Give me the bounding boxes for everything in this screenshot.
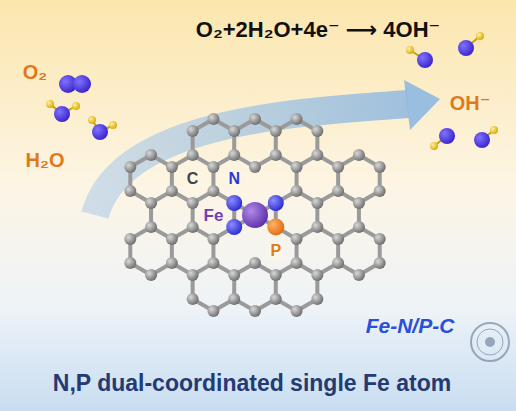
atom xyxy=(332,185,344,197)
atom xyxy=(207,185,219,197)
molecule-label: H₂O xyxy=(26,149,65,171)
atom xyxy=(291,161,303,173)
atom xyxy=(270,293,282,305)
molecule-label: O₂ xyxy=(23,61,47,83)
atom-label: C xyxy=(185,171,201,187)
atom-label: Fe xyxy=(202,207,226,224)
caption: N,P dual-coordinated single Fe atom xyxy=(53,371,451,396)
atom xyxy=(311,125,323,137)
atom xyxy=(207,233,219,245)
atom xyxy=(226,219,242,235)
atom xyxy=(145,149,157,161)
atom xyxy=(311,269,323,281)
atom-label: N xyxy=(226,171,242,187)
atom xyxy=(353,269,365,281)
atom xyxy=(311,149,323,161)
atom xyxy=(291,305,303,317)
atom xyxy=(332,233,344,245)
atom xyxy=(270,269,282,281)
atom xyxy=(207,257,219,269)
atom xyxy=(145,221,157,233)
atom xyxy=(228,269,240,281)
atom xyxy=(268,195,284,211)
atom xyxy=(353,149,365,161)
university-seal xyxy=(471,323,509,361)
atom xyxy=(291,185,303,197)
atom xyxy=(166,161,178,173)
atom xyxy=(124,185,136,197)
atom xyxy=(187,149,199,161)
atom xyxy=(187,221,199,233)
atom xyxy=(249,113,261,125)
atom xyxy=(207,305,219,317)
atom xyxy=(187,293,199,305)
atom xyxy=(228,125,240,137)
arrow-head xyxy=(404,80,440,130)
catalyst-name: Fe-N/P-C xyxy=(366,314,455,337)
atom xyxy=(374,161,386,173)
atom xyxy=(267,219,284,236)
atom xyxy=(187,197,199,209)
atom xyxy=(353,221,365,233)
graphene-lattice xyxy=(124,113,385,317)
atom xyxy=(374,233,386,245)
atom xyxy=(124,233,136,245)
atom xyxy=(207,113,219,125)
atom xyxy=(291,257,303,269)
atom xyxy=(145,197,157,209)
atom xyxy=(166,257,178,269)
atom xyxy=(270,149,282,161)
atom xyxy=(187,125,199,137)
atom xyxy=(311,221,323,233)
reaction-equation: O₂+2H₂O+4e⁻ ⟶ 4OH⁻ xyxy=(196,18,440,42)
atom xyxy=(124,257,136,269)
reaction-arrow xyxy=(95,104,408,215)
atom xyxy=(249,305,261,317)
atom xyxy=(249,161,261,173)
atom xyxy=(166,233,178,245)
atom xyxy=(226,195,242,211)
atom xyxy=(228,293,240,305)
atom xyxy=(332,257,344,269)
atom xyxy=(187,269,199,281)
atom xyxy=(166,185,178,197)
atom xyxy=(353,197,365,209)
atom xyxy=(291,113,303,125)
o2-molecule xyxy=(59,75,91,93)
atom xyxy=(124,161,136,173)
atom xyxy=(291,233,303,245)
atom xyxy=(270,125,282,137)
atom xyxy=(311,293,323,305)
atom xyxy=(374,185,386,197)
atom xyxy=(311,197,323,209)
atom xyxy=(374,257,386,269)
hydroxide-ions xyxy=(406,32,498,150)
molecule-label: OH⁻ xyxy=(450,92,491,114)
atom xyxy=(228,149,240,161)
atom xyxy=(242,202,268,228)
water-molecules xyxy=(46,100,117,140)
atom xyxy=(207,161,219,173)
atom xyxy=(332,161,344,173)
atom-label: P xyxy=(268,243,283,259)
atom xyxy=(145,269,157,281)
atom xyxy=(249,257,261,269)
